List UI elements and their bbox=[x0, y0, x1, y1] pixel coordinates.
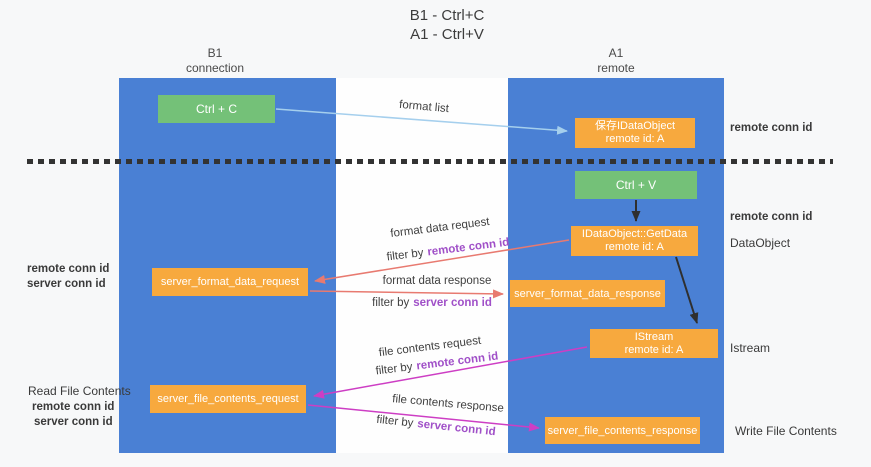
server-file-contents-request-label: server_file_contents_request bbox=[157, 393, 299, 405]
right-remote-conn-id-mid: remote conn id bbox=[730, 211, 813, 223]
save-idataobject-box: 保存IDataObject remote id: A bbox=[575, 118, 695, 148]
filter-by-text: filter by bbox=[372, 297, 410, 309]
server-format-data-request-box: server_format_data_request bbox=[152, 268, 308, 296]
title-line-2: A1 - Ctrl+V bbox=[410, 26, 484, 43]
right-dataobject-label: DataObject bbox=[730, 236, 791, 250]
server-format-data-response-label: server_format_data_response bbox=[514, 287, 661, 300]
lifeline-header-a1: A1 remote bbox=[551, 46, 681, 76]
getdata-line1: IDataObject::GetData bbox=[581, 228, 688, 240]
lifeline-header-b1: B1 connection bbox=[150, 46, 280, 76]
server-conn-id-text: server conn id bbox=[413, 297, 492, 309]
lifeline-a1-name: A1 bbox=[608, 46, 624, 60]
ctrl-c-label: Ctrl + C bbox=[195, 102, 237, 116]
server-format-data-request-label: server_format_data_request bbox=[160, 276, 300, 288]
dashed-divider bbox=[27, 159, 833, 164]
format-data-response-label: format data response bbox=[382, 275, 492, 287]
ctrl-v-box: Ctrl + V bbox=[575, 171, 697, 199]
right-istream-label: Istream bbox=[730, 341, 771, 355]
istream-line1: IStream bbox=[634, 330, 674, 343]
istream-line2: remote id: A bbox=[624, 343, 684, 356]
ctrl-v-label: Ctrl + V bbox=[615, 178, 657, 192]
server-file-contents-response-box: server_file_contents_response bbox=[545, 417, 700, 444]
istream-box: IStream remote id: A bbox=[590, 329, 718, 358]
title-line-1: B1 - Ctrl+C bbox=[409, 7, 485, 24]
server-format-data-response-box: server_format_data_response bbox=[510, 280, 665, 307]
lifeline-b1-name: B1 bbox=[207, 46, 223, 60]
lifeline-a1-role: remote bbox=[597, 61, 635, 75]
right-remote-conn-id-top: remote conn id bbox=[730, 122, 813, 134]
read-file-contents-label: Read File Contents bbox=[28, 384, 131, 398]
getdata-line2: remote id: A bbox=[605, 241, 664, 253]
server-file-contents-request-box: server_file_contents_request bbox=[150, 385, 306, 413]
left-server-conn-id-file: server conn id bbox=[34, 416, 113, 428]
save-idataobject-line2: remote id: A bbox=[605, 133, 665, 145]
server-file-contents-response-label: server_file_contents_response bbox=[547, 424, 698, 437]
left-remote-conn-id-file: remote conn id bbox=[32, 401, 115, 413]
write-file-contents-label: Write File Contents bbox=[735, 424, 837, 438]
lifeline-b1-role: connection bbox=[185, 61, 245, 75]
diagram-title: B1 - Ctrl+C A1 - Ctrl+V bbox=[347, 6, 547, 44]
save-idataobject-line1: 保存IDataObject bbox=[594, 120, 676, 132]
ctrl-c-box: Ctrl + C bbox=[158, 95, 275, 123]
idataobject-getdata-box: IDataObject::GetData remote id: A bbox=[571, 226, 698, 256]
left-server-conn-id-format: server conn id bbox=[27, 278, 106, 290]
left-remote-conn-id-format: remote conn id bbox=[27, 263, 110, 275]
